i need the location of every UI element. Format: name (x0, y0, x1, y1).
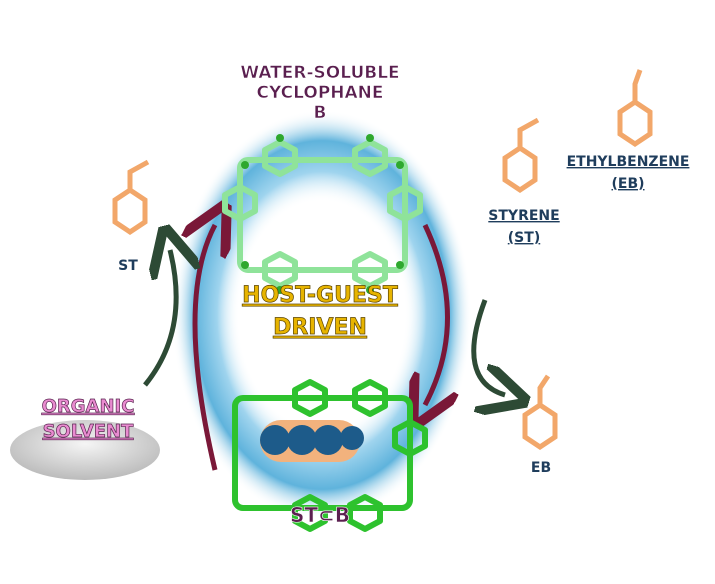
arrow-bind-right (425, 223, 448, 405)
label-host-guest: HOST-GUEST (242, 283, 398, 308)
label-solvent: SOLVENT (43, 421, 135, 442)
arrow-release-left (195, 225, 215, 471)
organic-solvent-splash (10, 420, 160, 480)
title-line-2: CYCLOPHANE (256, 83, 383, 103)
label-ethylbenzene-abbr: (EB) (611, 176, 644, 192)
styrene-molecule-right (502, 117, 540, 194)
label-driven: DRIVEN (273, 315, 367, 340)
guest-styrene-spacefill (260, 420, 364, 462)
label-styrene-abbr: (ST) (508, 230, 540, 246)
label-organic: ORGANIC (42, 396, 135, 417)
arrow-eb-out (471, 299, 505, 395)
label-st-left: ST (118, 258, 138, 274)
host-hydrogens (241, 134, 404, 294)
ethylbenzene-molecule-bottom (522, 374, 558, 451)
label-ethylbenzene: ETHYLBENZENE (567, 154, 690, 170)
label-styrene: STYRENE (488, 208, 559, 224)
cyclophane-host-complex (232, 379, 428, 532)
label-eb-right: EB (531, 460, 551, 476)
arrow-extract-left (143, 250, 176, 387)
title-line-3: B (314, 103, 327, 123)
ethylbenzene-molecule-top (617, 69, 653, 148)
title-line-1: WATER-SOLUBLE (240, 63, 399, 83)
styrene-molecule-left (112, 159, 150, 236)
label-complex: ST⊂B (290, 503, 350, 527)
